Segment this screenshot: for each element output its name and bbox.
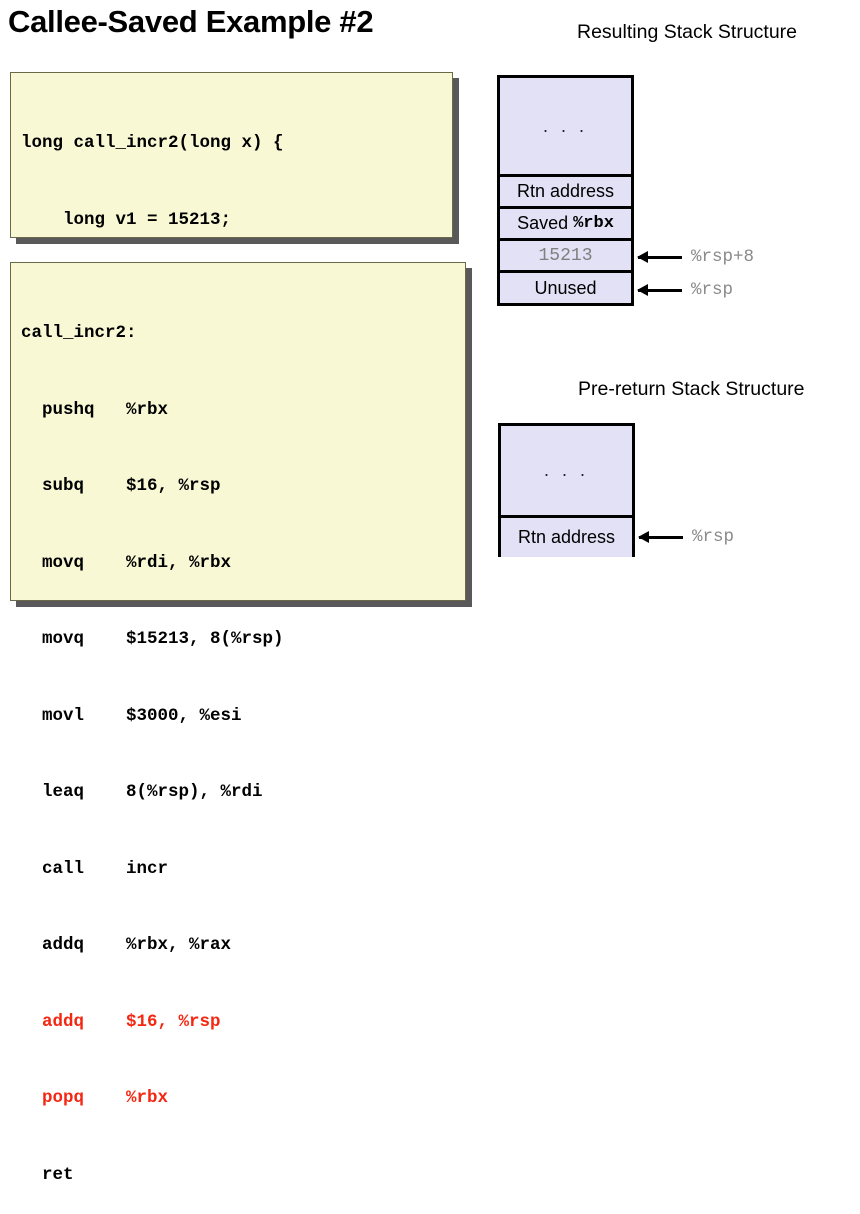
- left-arrow-icon: [637, 283, 682, 296]
- stack-cell-unused: Unused: [500, 273, 631, 303]
- pointer-rsp-plus-8: %rsp+8: [637, 247, 755, 267]
- asm-code-line-highlighted: addq $16, %rsp: [21, 1011, 221, 1032]
- stack-cell-rtn-address: Rtn address: [500, 177, 631, 209]
- asm-code-line: movq %rdi, %rbx: [21, 552, 232, 573]
- left-arrow-icon: [637, 250, 682, 263]
- prereturn-stack-title: Pre-return Stack Structure: [578, 378, 805, 400]
- prereturn-stack-diagram: . . . Rtn address: [498, 423, 635, 557]
- pointer-rsp: %rsp: [637, 280, 734, 300]
- rbx-register-token: %rbx: [573, 214, 614, 233]
- pointer-label-rsp: %rsp: [691, 280, 734, 300]
- saved-label: Saved: [517, 213, 574, 233]
- c-code-line: long call_incr2(long x) {: [21, 133, 284, 153]
- stack-cell-ellipsis: . . .: [501, 426, 632, 518]
- asm-code-line: ret: [21, 1164, 74, 1185]
- page-title: Callee-Saved Example #2: [8, 4, 374, 39]
- resulting-stack-title: Resulting Stack Structure: [577, 21, 798, 43]
- asm-code-line: movl $3000, %esi: [21, 705, 242, 726]
- c-source-code-box: long call_incr2(long x) { long v1 = 1521…: [10, 72, 453, 459]
- stack-cell-saved-rbx: Saved %rbx: [500, 209, 631, 241]
- stack-cell-ellipsis: . . .: [500, 78, 631, 177]
- pointer-label-rsp: %rsp: [692, 527, 735, 547]
- asm-code-line: subq $16, %rsp: [21, 476, 221, 496]
- asm-code-line: call_incr2:: [21, 323, 137, 343]
- stack-cell-v1-value: 15213: [500, 241, 631, 273]
- asm-code-line: leaq 8(%rsp), %rdi: [21, 782, 263, 802]
- asm-code-line: movq $15213, 8(%rsp): [21, 629, 284, 649]
- left-arrow-icon: [638, 530, 683, 543]
- stack-cell-rtn-address: Rtn address: [501, 518, 632, 557]
- asm-code-line-highlighted: popq %rbx: [21, 1088, 169, 1108]
- asm-code-line: call incr: [21, 858, 169, 879]
- c-code-line: long v1 = 15213;: [21, 209, 232, 230]
- resulting-stack-diagram: . . . Rtn address Saved %rbx 15213 Unuse…: [497, 75, 634, 306]
- asm-code-line: addq %rbx, %rax: [21, 935, 232, 955]
- pointer-rsp-prereturn: %rsp: [638, 527, 735, 547]
- assembly-code-box: call_incr2: pushq %rbx subq $16, %rsp mo…: [10, 262, 466, 1185]
- pointer-label-rsp-plus-8: %rsp+8: [691, 247, 755, 267]
- asm-code-line: pushq %rbx: [21, 399, 169, 420]
